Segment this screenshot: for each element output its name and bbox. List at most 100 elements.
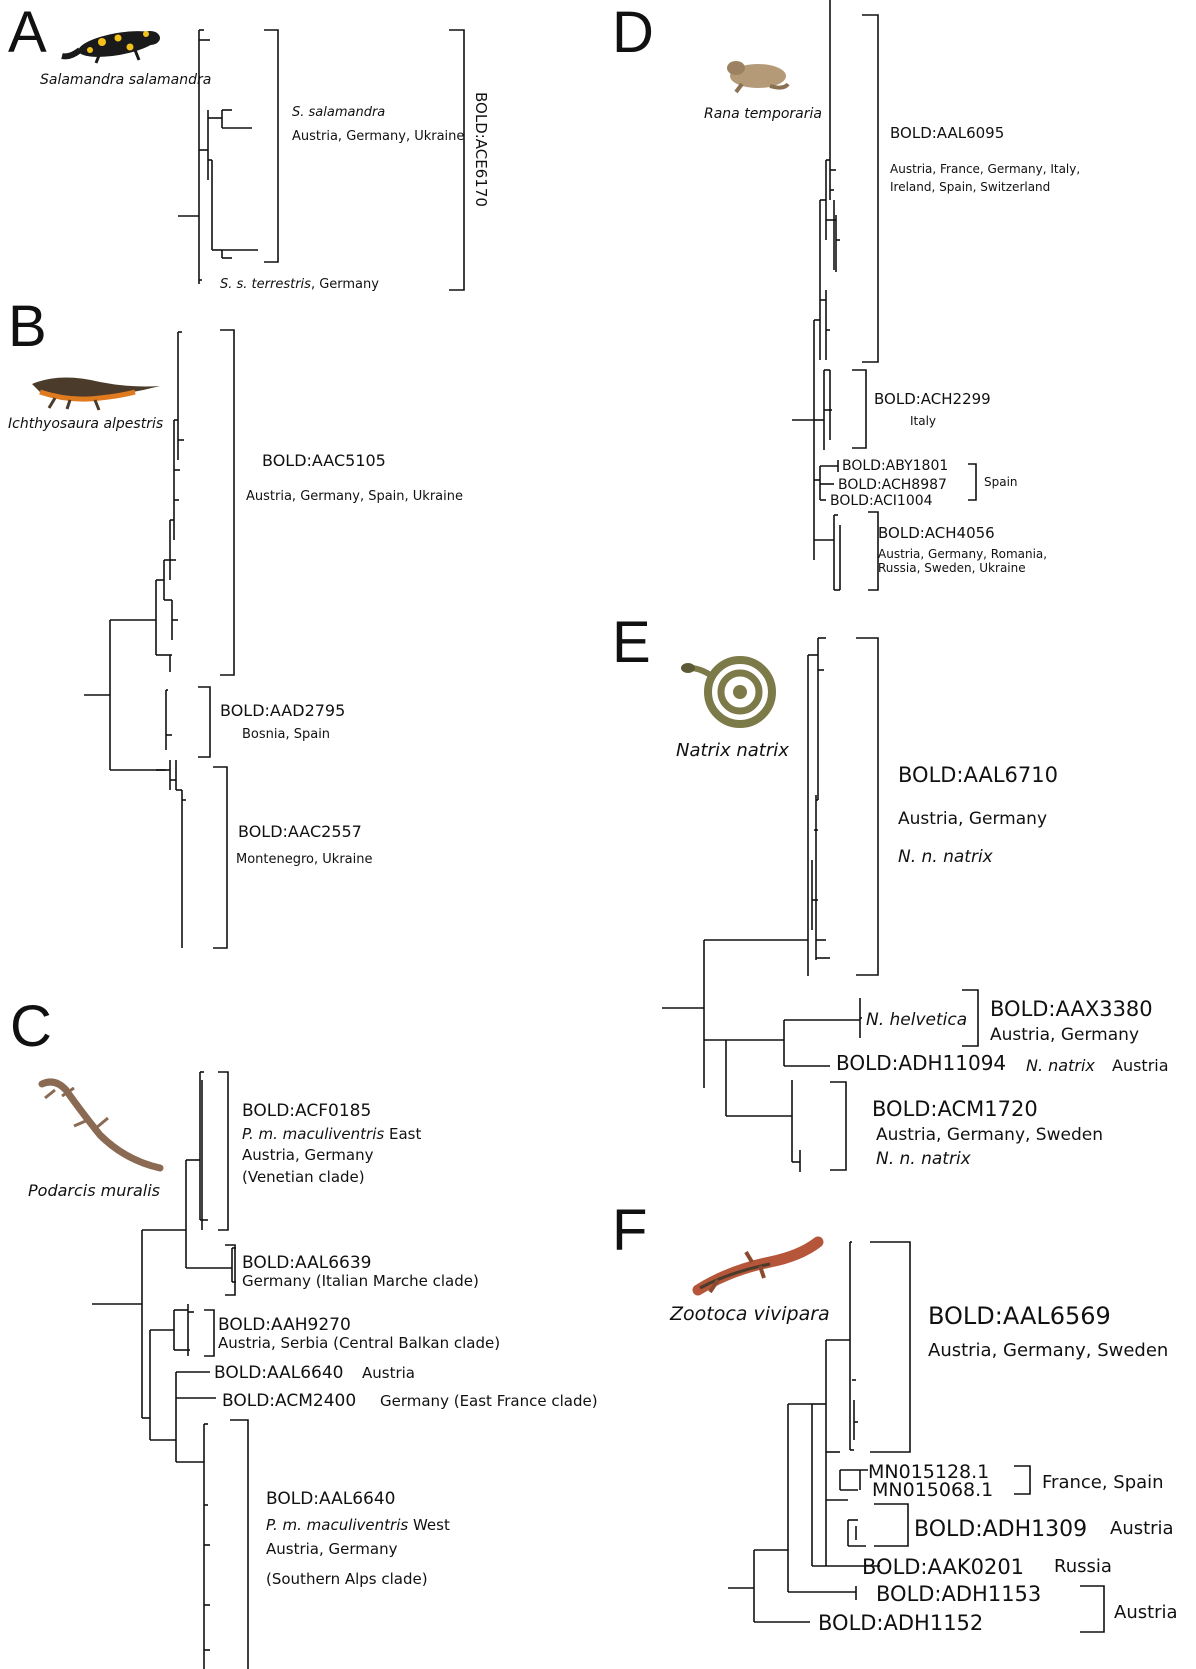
clade-b2-id: BOLD:AAD2795 [220,701,345,720]
tree-a [178,30,258,284]
clade-d2-line1: Italy [910,414,936,428]
bracket-b-2 [198,687,210,757]
panel-a: A Salamandra salamandra [8,0,490,292]
clade-f5-country: Russia [1054,1556,1112,1577]
clade-f1-line1: Austria, Germany, Sweden [928,1340,1168,1361]
clade-e4-line1: Austria, Germany, Sweden [876,1125,1103,1145]
clade-f7-id: BOLD:ADH1152 [818,1611,983,1635]
clade-c3-id: BOLD:AAH9270 [218,1315,351,1335]
clade-d6-line1: Austria, Germany, Romania, [878,547,1047,561]
bracket-b-3 [213,767,227,948]
clade-e1-line1: Austria, Germany [898,809,1047,829]
panel-c-letter: C [10,994,52,1059]
clade-b3-countries: Montenegro, Ukraine [236,852,372,867]
clade-c1-line2: Austria, Germany [242,1146,374,1164]
species-name-e: Natrix natrix [676,740,789,761]
clade-f7-country: Austria [1114,1602,1178,1623]
panel-c: C Podarcis muralis [10,994,598,1669]
clade-c6-line3: (Southern Alps clade) [266,1570,428,1588]
clade-c4-id: BOLD:AAL6640 [214,1363,344,1383]
species-name-b: Ichthyosaura alpestris [8,416,163,432]
clade-e2-line1: Austria, Germany [990,1025,1139,1045]
clade-b2-countries: Bosnia, Spain [242,727,330,742]
clade-d6-id: BOLD:ACH4056 [878,524,995,542]
clade-f5-id: BOLD:AAK0201 [862,1555,1024,1579]
clade-d4-id: BOLD:ACH8987 [838,477,947,493]
bin-a-label: BOLD:ACE6170 [472,92,490,207]
bracket-d-spain [968,464,976,500]
clade-e4-id: BOLD:ACM1720 [872,1097,1038,1121]
clade-b3-id: BOLD:AAC2557 [238,822,362,841]
panel-b-letter: B [8,294,47,359]
panel-d-letter: D [612,0,654,65]
clade-c4-line1: Austria [362,1364,415,1382]
panel-a-letter: A [8,0,47,65]
clade-d3-id: BOLD:ABY1801 [842,458,948,474]
bracket-d-1 [862,15,878,362]
clade-e3-country: Austria [1112,1056,1169,1075]
panel-e-letter: E [612,610,651,675]
bracket-f-adh1309 [874,1504,908,1546]
clade-e1-line2: N. n. natrix [898,847,994,867]
bracket-d-6 [868,512,878,590]
clade-f4-country: Austria [1110,1518,1174,1539]
clade-c1-line3: (Venetian clade) [242,1168,365,1186]
clade-c5-id: BOLD:ACM2400 [222,1391,356,1411]
panel-f-letter: F [612,1198,647,1263]
clade-c6-line2: Austria, Germany [266,1540,398,1558]
frog-icon [727,61,788,92]
bracket-c-6 [230,1420,248,1669]
clade-a-countries: Austria, Germany, Ukraine [292,129,464,144]
wall-lizard-icon [42,1082,160,1168]
clade-c3-line1: Austria, Serbia (Central Balkan clade) [218,1334,500,1352]
clade-b1-id: BOLD:AAC5105 [262,451,386,470]
clade-e1-id: BOLD:AAL6710 [898,763,1058,787]
bracket-f-austria [1080,1586,1104,1632]
clade-d-spain-label: Spain [984,475,1018,489]
clade-c6-id: BOLD:AAL6640 [266,1489,396,1509]
clade-f3-countries: France, Spain [1042,1472,1164,1493]
panel-d: D Rana temporaria [612,0,1080,590]
bracket-c-3 [204,1310,214,1356]
clade-e3-id: BOLD:ADH11094 [836,1051,1006,1075]
clade-d1-line1: Austria, France, Germany, Italy, [890,162,1080,176]
clade-f6-id: BOLD:ADH1153 [876,1582,1041,1606]
species-name-c: Podarcis muralis [28,1181,160,1200]
clade-b1-countries: Austria, Germany, Spain, Ukraine [246,489,463,504]
bracket-c-1 [218,1072,228,1230]
bracket-d-2 [852,370,866,448]
bracket-c-2 [225,1245,235,1295]
clade-e4-line2: N. n. natrix [876,1149,972,1169]
clade-c2-line1: Germany (Italian Marche clade) [242,1272,479,1290]
clade-d5-id: BOLD:ACI1004 [830,493,933,509]
clade-e2-subspecies: N. helvetica [866,1010,967,1030]
bracket-b-1 [220,330,234,675]
tree-f [728,1242,880,1622]
clade-f3-id: MN015068.1 [872,1479,993,1501]
clade-a-label: S. salamandra [292,105,385,120]
clade-d1-line2: Ireland, Spain, Switzerland [890,180,1050,194]
clade-c6-line1: P. m. maculiventris West [266,1516,450,1534]
clade-c1-id: BOLD:ACF0185 [242,1101,371,1121]
clade-f1-id: BOLD:AAL6569 [928,1302,1111,1330]
panel-f: F Zootoca vivipara [612,1198,1178,1635]
clade-c1-line1: P. m. maculiventris East [242,1125,421,1143]
clade-c2-id: BOLD:AAL6639 [242,1253,372,1273]
bracket-f-1 [870,1242,910,1452]
viviparous-lizard-icon [698,1242,818,1292]
clade-d1-id: BOLD:AAL6095 [890,124,1004,142]
clade-d6-line2: Russia, Sweden, Ukraine [878,561,1026,575]
panel-b: B Ichthyosaura alpestris [8,294,463,948]
clade-e3-subspecies: N. natrix [1026,1056,1095,1075]
species-name-d: Rana temporaria [704,106,822,122]
species-name-f: Zootoca vivipara [669,1303,830,1325]
clade-c5-line1: Germany (East France clade) [380,1392,598,1410]
clade-d2-id: BOLD:ACH2299 [874,390,991,408]
species-name-a: Salamandra salamandra [40,72,211,88]
bracket-a-inner [264,30,278,262]
clade-f4-id: BOLD:ADH1309 [914,1517,1087,1542]
salamander-icon [62,26,160,63]
newt-icon [32,377,160,410]
snake-icon [681,660,772,724]
